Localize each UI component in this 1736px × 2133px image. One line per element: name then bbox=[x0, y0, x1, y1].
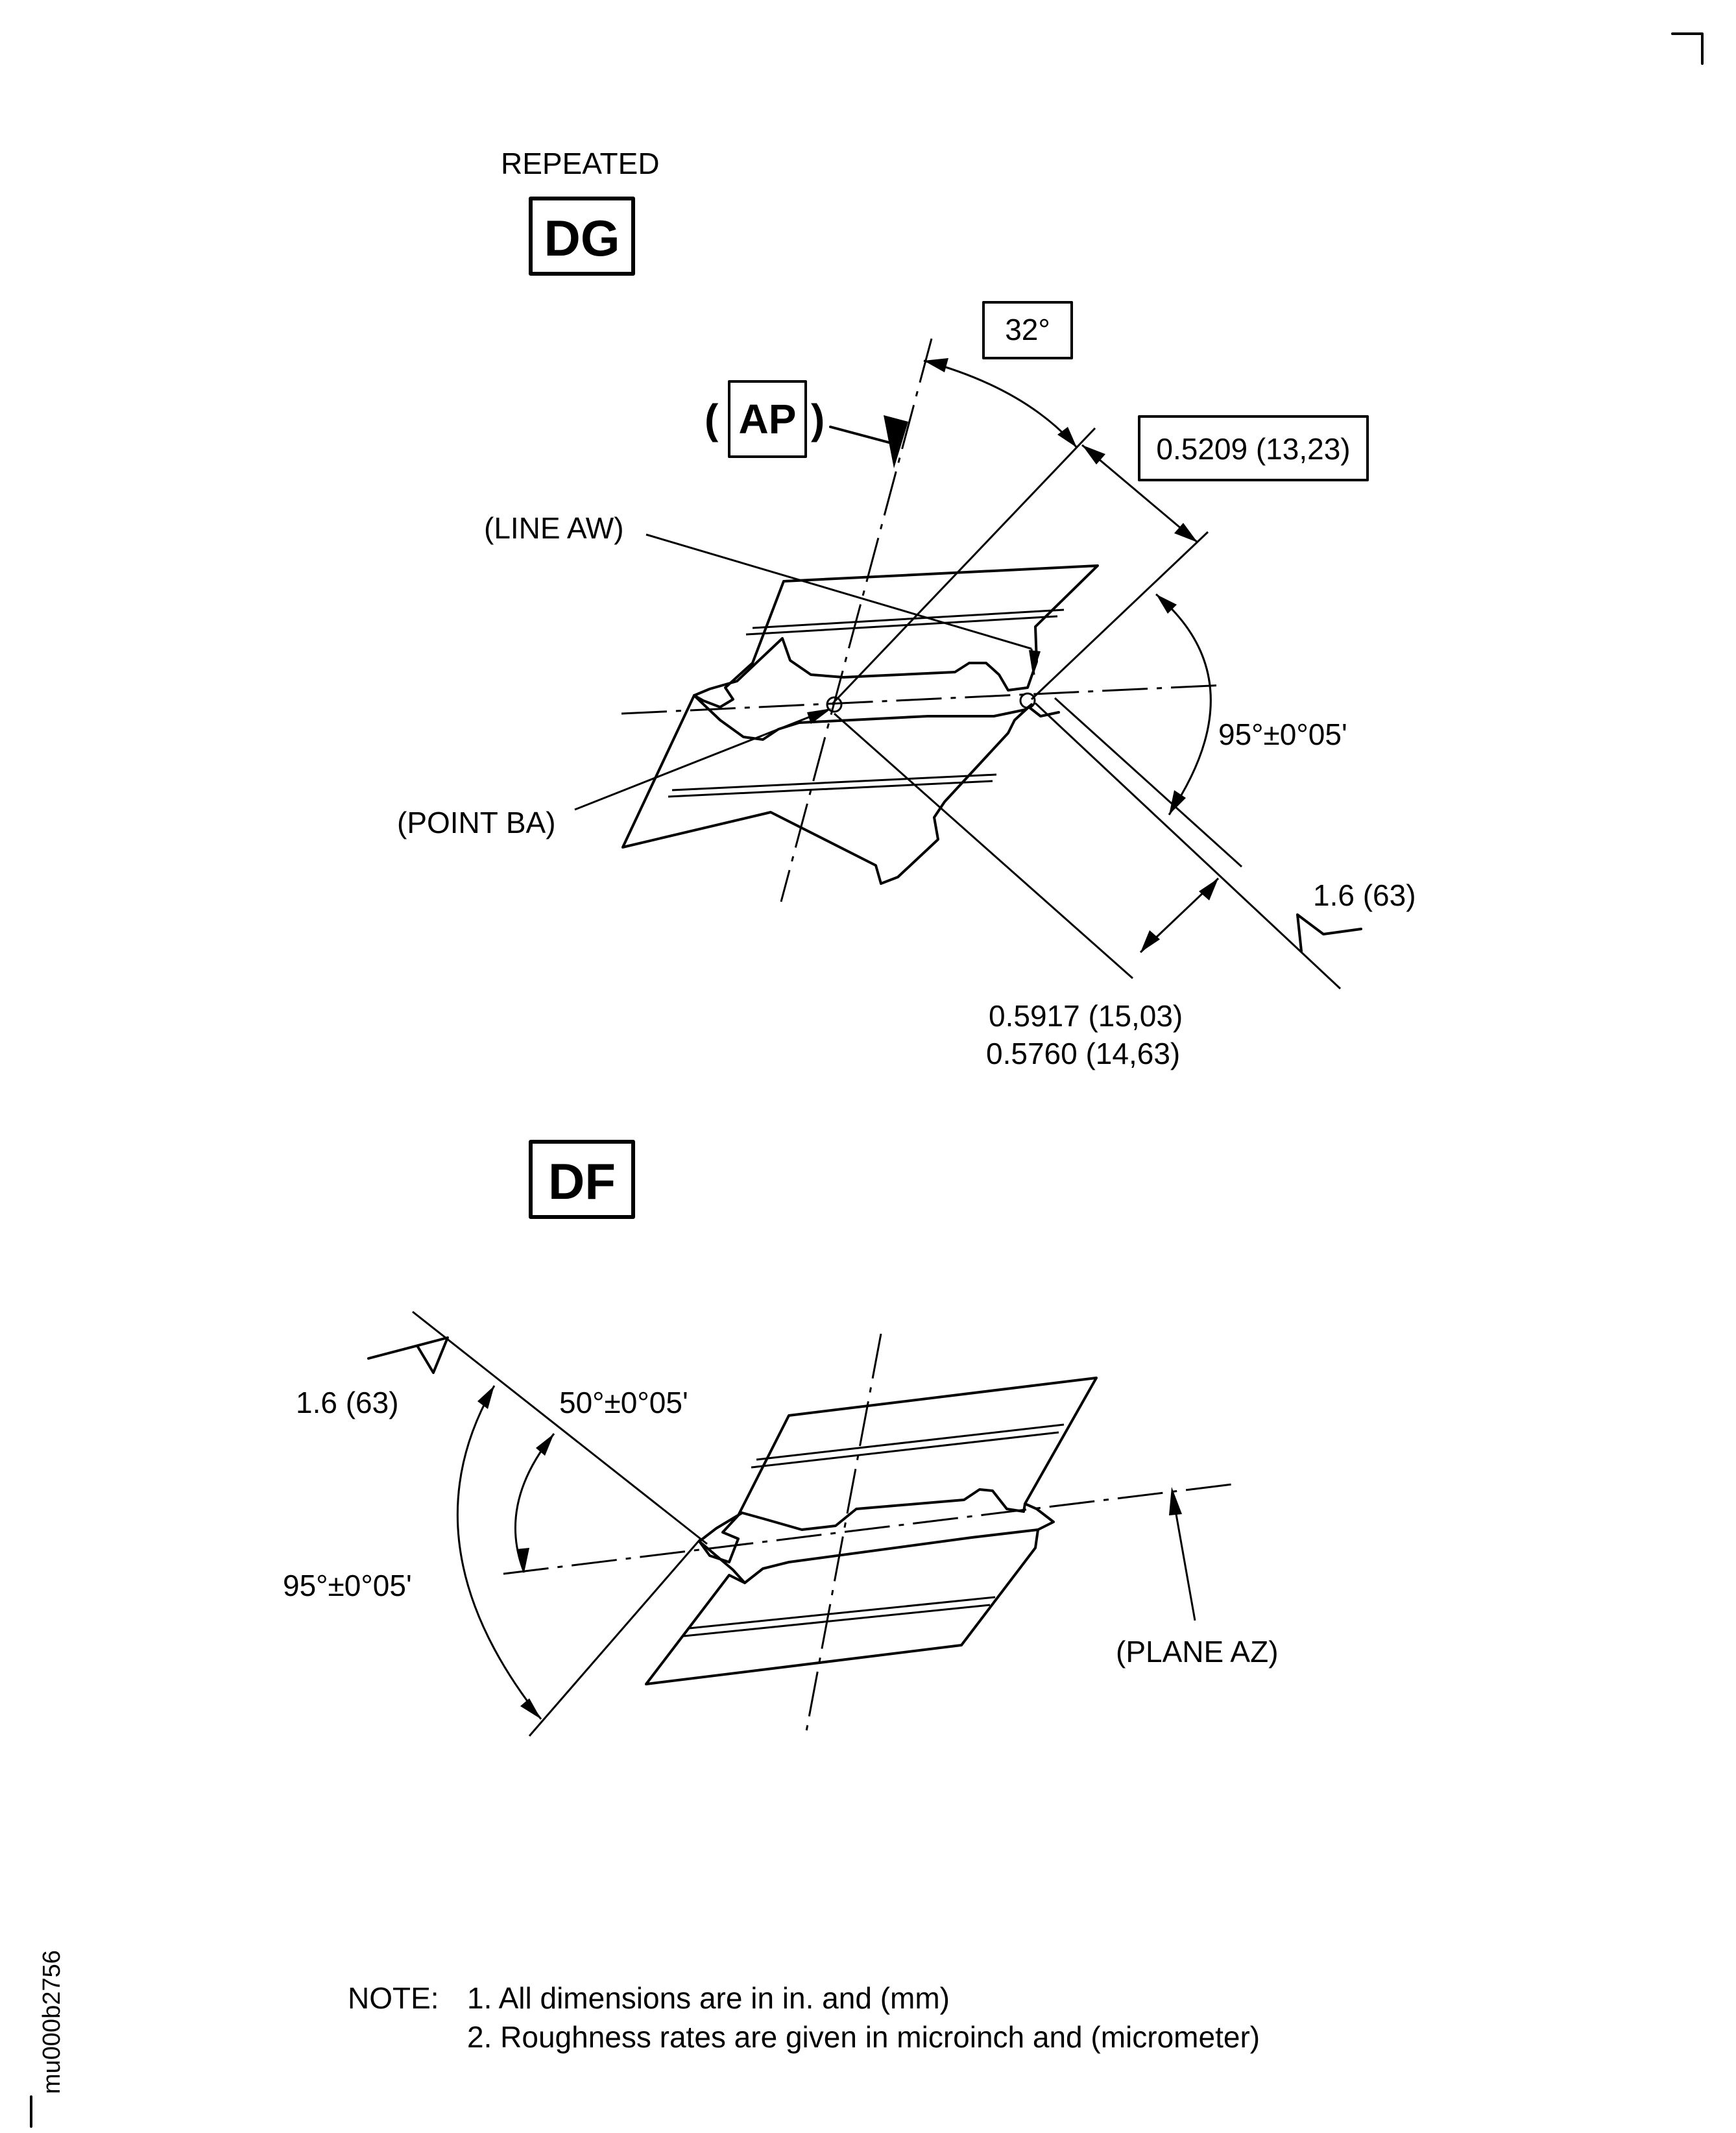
roughness-label-df: 1.6 (63) bbox=[296, 1386, 399, 1419]
df-ext-line-lower bbox=[528, 1538, 702, 1737]
ap-paren-right: ) bbox=[811, 396, 825, 442]
notes: NOTE: 1. All dimensions are in in. and (… bbox=[348, 1981, 1260, 2054]
arc-95-df-arrow-b bbox=[520, 1698, 541, 1719]
corner-mark-top-right bbox=[1671, 32, 1704, 65]
point-ba-label: (POINT BA) bbox=[397, 806, 556, 839]
dg-part bbox=[621, 564, 1099, 885]
df-ext-line-upper bbox=[412, 1310, 708, 1545]
ap-paren-left: ( bbox=[705, 396, 719, 442]
repeated-label: REPEATED bbox=[501, 147, 660, 180]
arc-95-df bbox=[456, 1385, 542, 1720]
angle-a-label: 50°±0°05' bbox=[559, 1386, 688, 1419]
arc-95 bbox=[1155, 593, 1212, 815]
dg-tag-box bbox=[529, 197, 635, 276]
line-aw-leader bbox=[645, 533, 1032, 650]
arc-95-arrow-a bbox=[1156, 594, 1177, 614]
section-df: DF 1.6 (63) 50°±0°05' 95°±0°05' (PLANE A… bbox=[283, 1140, 1279, 1737]
angle-b-label: 95°±0°05' bbox=[283, 1569, 412, 1602]
line-aw-circle bbox=[1019, 692, 1036, 709]
arc-95-arrow-b bbox=[1169, 790, 1186, 815]
arc-32-arrow-a bbox=[924, 358, 948, 372]
line-aw-label: (LINE AW) bbox=[484, 511, 624, 545]
note-line-1: 1. All dimensions are in in. and (mm) bbox=[467, 1981, 950, 2015]
note-prefix: NOTE: bbox=[348, 1981, 439, 2015]
arc-50-arrow-b bbox=[516, 1548, 529, 1573]
dim-0.5209-arrow-b bbox=[1174, 523, 1198, 542]
df-center-line-steep bbox=[804, 1333, 882, 1735]
arc-95-df-arrow-a bbox=[477, 1386, 494, 1409]
arc-32-arrow-b bbox=[1057, 427, 1077, 448]
center-line-horizontal bbox=[621, 684, 1225, 715]
ext-line-c bbox=[1054, 697, 1243, 868]
df-center-line-horizontal bbox=[503, 1483, 1233, 1575]
ext-line-b bbox=[1030, 531, 1209, 701]
roughness-symbol-dg bbox=[1296, 913, 1362, 952]
point-ba-arrow bbox=[807, 708, 832, 724]
df-tag: DF bbox=[548, 1153, 616, 1210]
ap-tag-box bbox=[728, 380, 807, 458]
dim-0.5917-arrow-a bbox=[1140, 930, 1160, 952]
section-dg: REPEATED DG ( AP ) 32° 0.5209 (13,23) bbox=[397, 147, 1416, 1070]
dim-box-label: 0.5209 (13,23) bbox=[1156, 432, 1350, 466]
dim-box bbox=[1138, 415, 1369, 481]
ext-line-a bbox=[830, 427, 1096, 706]
figure-id: mu000b2756 bbox=[38, 1950, 66, 2094]
arc-50-arrow-a bbox=[536, 1434, 554, 1456]
roughness-symbol-df bbox=[367, 1336, 449, 1374]
dim-0.5209-line bbox=[1081, 444, 1198, 544]
df-part bbox=[645, 1377, 1098, 1685]
plane-az-leader bbox=[1172, 1495, 1196, 1621]
angle-tol-label: 95°±0°05' bbox=[1218, 717, 1347, 751]
roughness-label-dg: 1.6 (63) bbox=[1313, 878, 1416, 912]
dg-tag: DG bbox=[544, 210, 620, 267]
angle-box bbox=[982, 301, 1073, 359]
note-line-2: 2. Roughness rates are given in microinc… bbox=[467, 2020, 1260, 2054]
ap-view-arrow bbox=[884, 415, 908, 468]
dim-0.5209-arrow-a bbox=[1082, 445, 1105, 464]
ap-tag: AP bbox=[739, 396, 797, 442]
dim-0.5917-arrow-b bbox=[1199, 878, 1218, 900]
angle-box-label: 32° bbox=[1005, 313, 1050, 346]
dim-upper-label: 0.5917 (15,03) bbox=[989, 999, 1183, 1033]
plane-az-arrow bbox=[1169, 1487, 1182, 1515]
dim-lower-label: 0.5760 (14,63) bbox=[986, 1037, 1180, 1070]
center-line-steep bbox=[780, 338, 933, 902]
arc-32 bbox=[923, 359, 1078, 448]
surface-ext-line bbox=[1034, 702, 1342, 990]
ap-leader bbox=[829, 426, 890, 444]
df-tag-box bbox=[529, 1140, 635, 1219]
plane-az-label: (PLANE AZ) bbox=[1116, 1635, 1279, 1669]
point-ba-circle bbox=[826, 696, 843, 713]
ext-line-d bbox=[834, 712, 1133, 980]
